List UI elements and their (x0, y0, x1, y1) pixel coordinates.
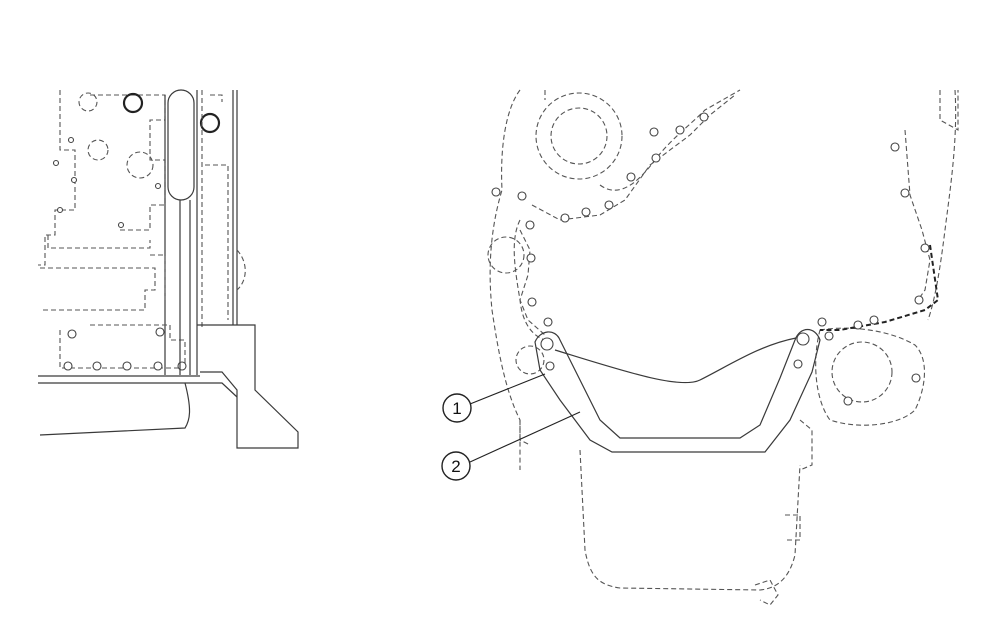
callout-1-leader (469, 373, 546, 405)
callout-2: 2 (441, 411, 581, 481)
callout-1: 1 (442, 373, 546, 423)
callout-2-leader (469, 411, 581, 463)
side-view (38, 89, 299, 449)
callout-1-number: 1 (452, 399, 461, 418)
front-view (487, 89, 959, 606)
callout-2-number: 2 (451, 457, 460, 476)
